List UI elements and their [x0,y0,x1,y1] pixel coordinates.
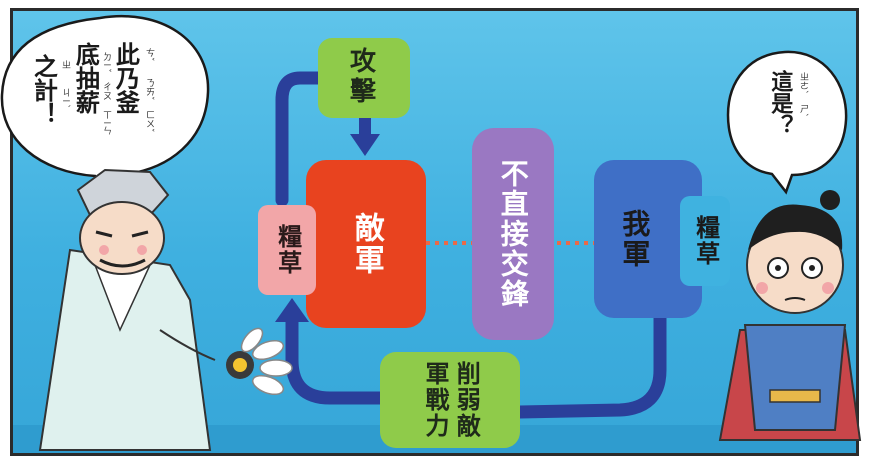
zhuyin-zhe: ㄓㄜˋ [798,72,808,95]
weaken-label-col1: 削弱敵 [452,361,481,439]
our-grain-box: 糧草 [680,196,730,286]
attack-box: 攻擊 [318,38,410,118]
zhuyin-di: ㄉㄧˇ [101,52,111,73]
soldier-character-icon [718,190,862,441]
indirect-box: 不直接交鋒 [472,128,554,340]
left-bubble-line-2: 底抽薪 [71,42,101,114]
enemy-box: 敵軍 [306,160,426,328]
our-grain-label: 糧草 [691,215,720,267]
weaken-label-col2: 軍戰力 [421,361,449,439]
weaken-box: 軍戰力 削弱敵 [380,352,520,448]
loop-arrow-head [275,298,309,322]
zhuyin-ji: ㄐㄧˋ [60,88,70,109]
right-bubble-line-1: 這是？ [767,70,794,136]
loop-arrow-top [275,71,347,207]
left-bubble-line-1: 此乃釜 [111,42,141,114]
zhuyin-ci: ㄘˇ [144,48,154,62]
left-bubble-line-3: 之計！ [29,54,59,126]
enemy-grain-box: 糧草 [258,205,316,295]
feather-fan-icon [226,327,293,396]
indirect-label: 不直接交鋒 [496,159,530,309]
zhuyin-xin: ㄒㄧㄣ [101,110,111,136]
attack-label: 攻擊 [349,47,378,107]
attack-arrow-head [350,134,380,156]
zhuyin-fu: ㄈㄨˇ [144,110,154,133]
right-bubble-shape [726,50,848,195]
ours-label: 我軍 [618,209,652,269]
attack-arrow-shaft [359,116,371,138]
enemy-label: 敵軍 [348,212,384,276]
enemy-grain-label: 糧草 [273,224,302,276]
zhuyin-shi: ㄕˋ [798,104,808,118]
zhuyin-zhi: ㄓ [60,60,70,69]
right-return-arrow [513,293,667,419]
strategist-character-icon [38,168,216,451]
zhuyin-nai: ㄋㄞˇ [144,78,154,101]
loop-arrow-bottom [285,303,397,405]
zhuyin-chou: ㄔㄡ [101,82,111,100]
